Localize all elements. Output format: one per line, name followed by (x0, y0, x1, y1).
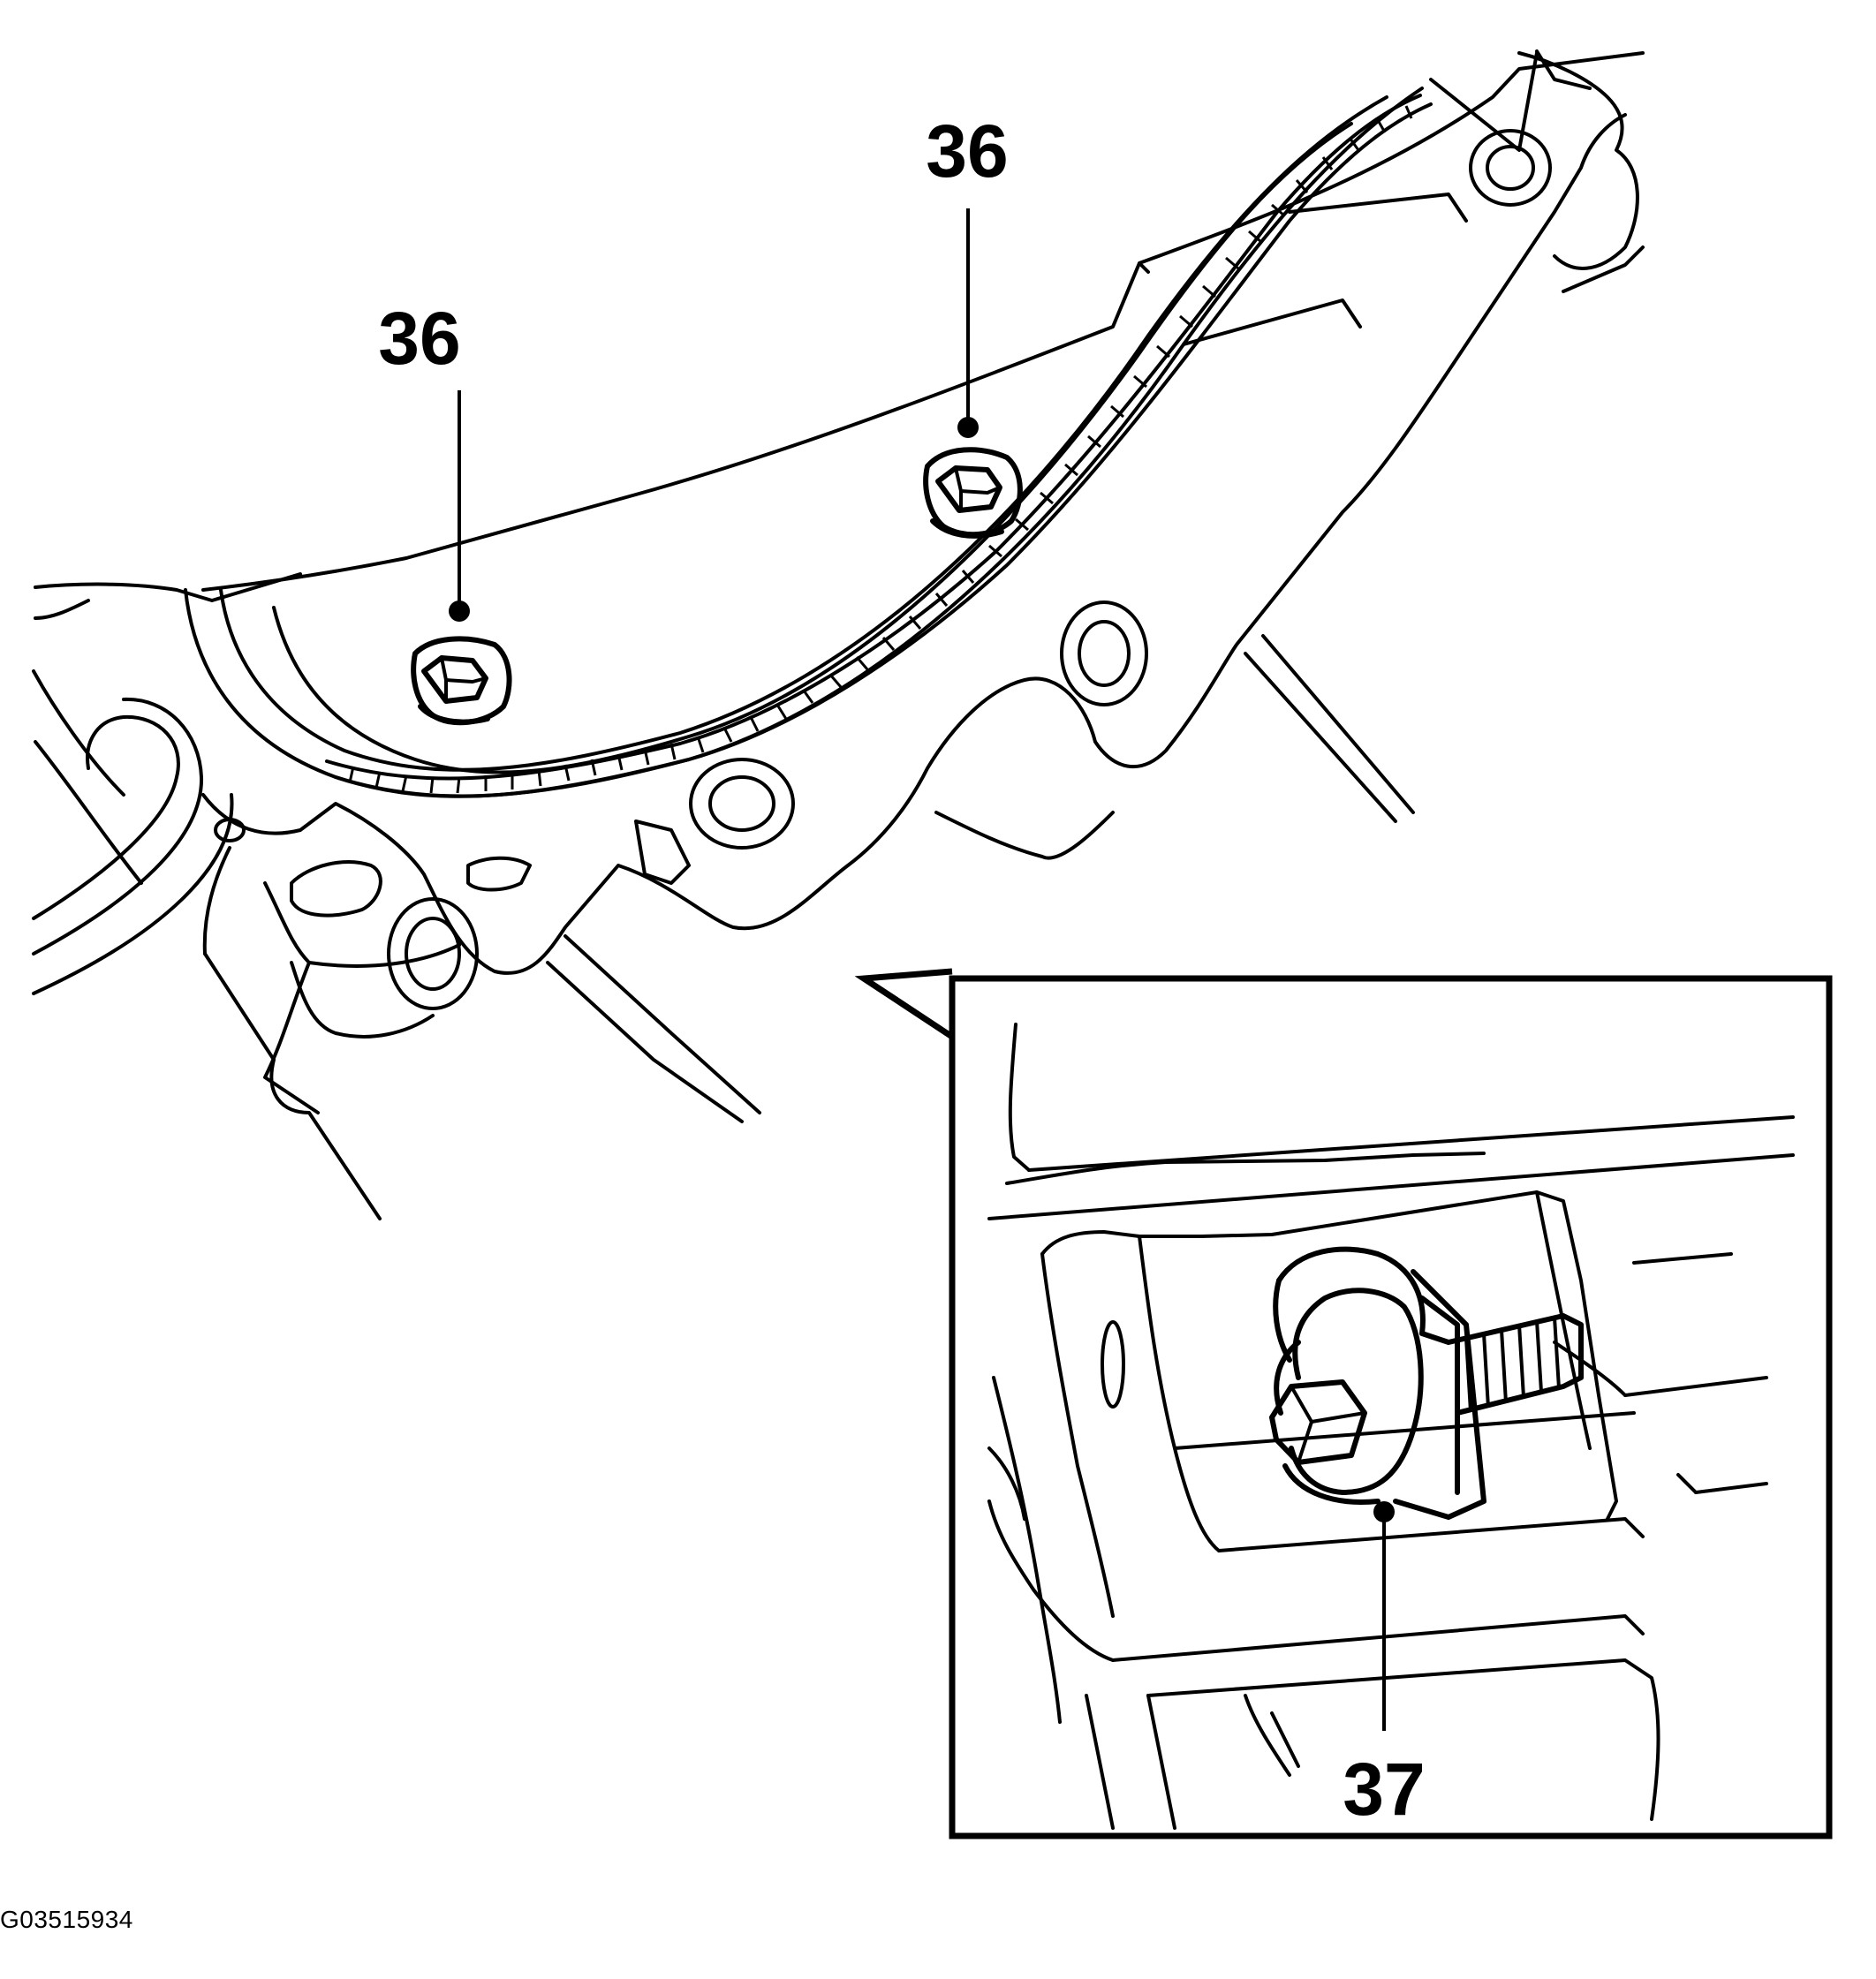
bolt-right (923, 447, 1023, 539)
callout-37: 37 (1343, 1501, 1426, 1831)
callout-label: 36 (926, 110, 1008, 193)
figure-id: G03515934 (0, 1906, 133, 1933)
bolt-left (411, 636, 512, 726)
seal-hatching (348, 105, 1413, 794)
callout-label: 37 (1343, 1748, 1425, 1831)
callout-label: 36 (378, 297, 460, 380)
inset-frame (949, 975, 1833, 1839)
detail-inset: 37 (854, 968, 1833, 1839)
callout-36-right: 36 (926, 110, 1009, 438)
inset-bolt (1269, 1246, 1584, 1520)
main-housing (32, 49, 1645, 1220)
inset-housing (987, 1023, 1795, 1830)
callout-36-left: 36 (378, 297, 470, 622)
